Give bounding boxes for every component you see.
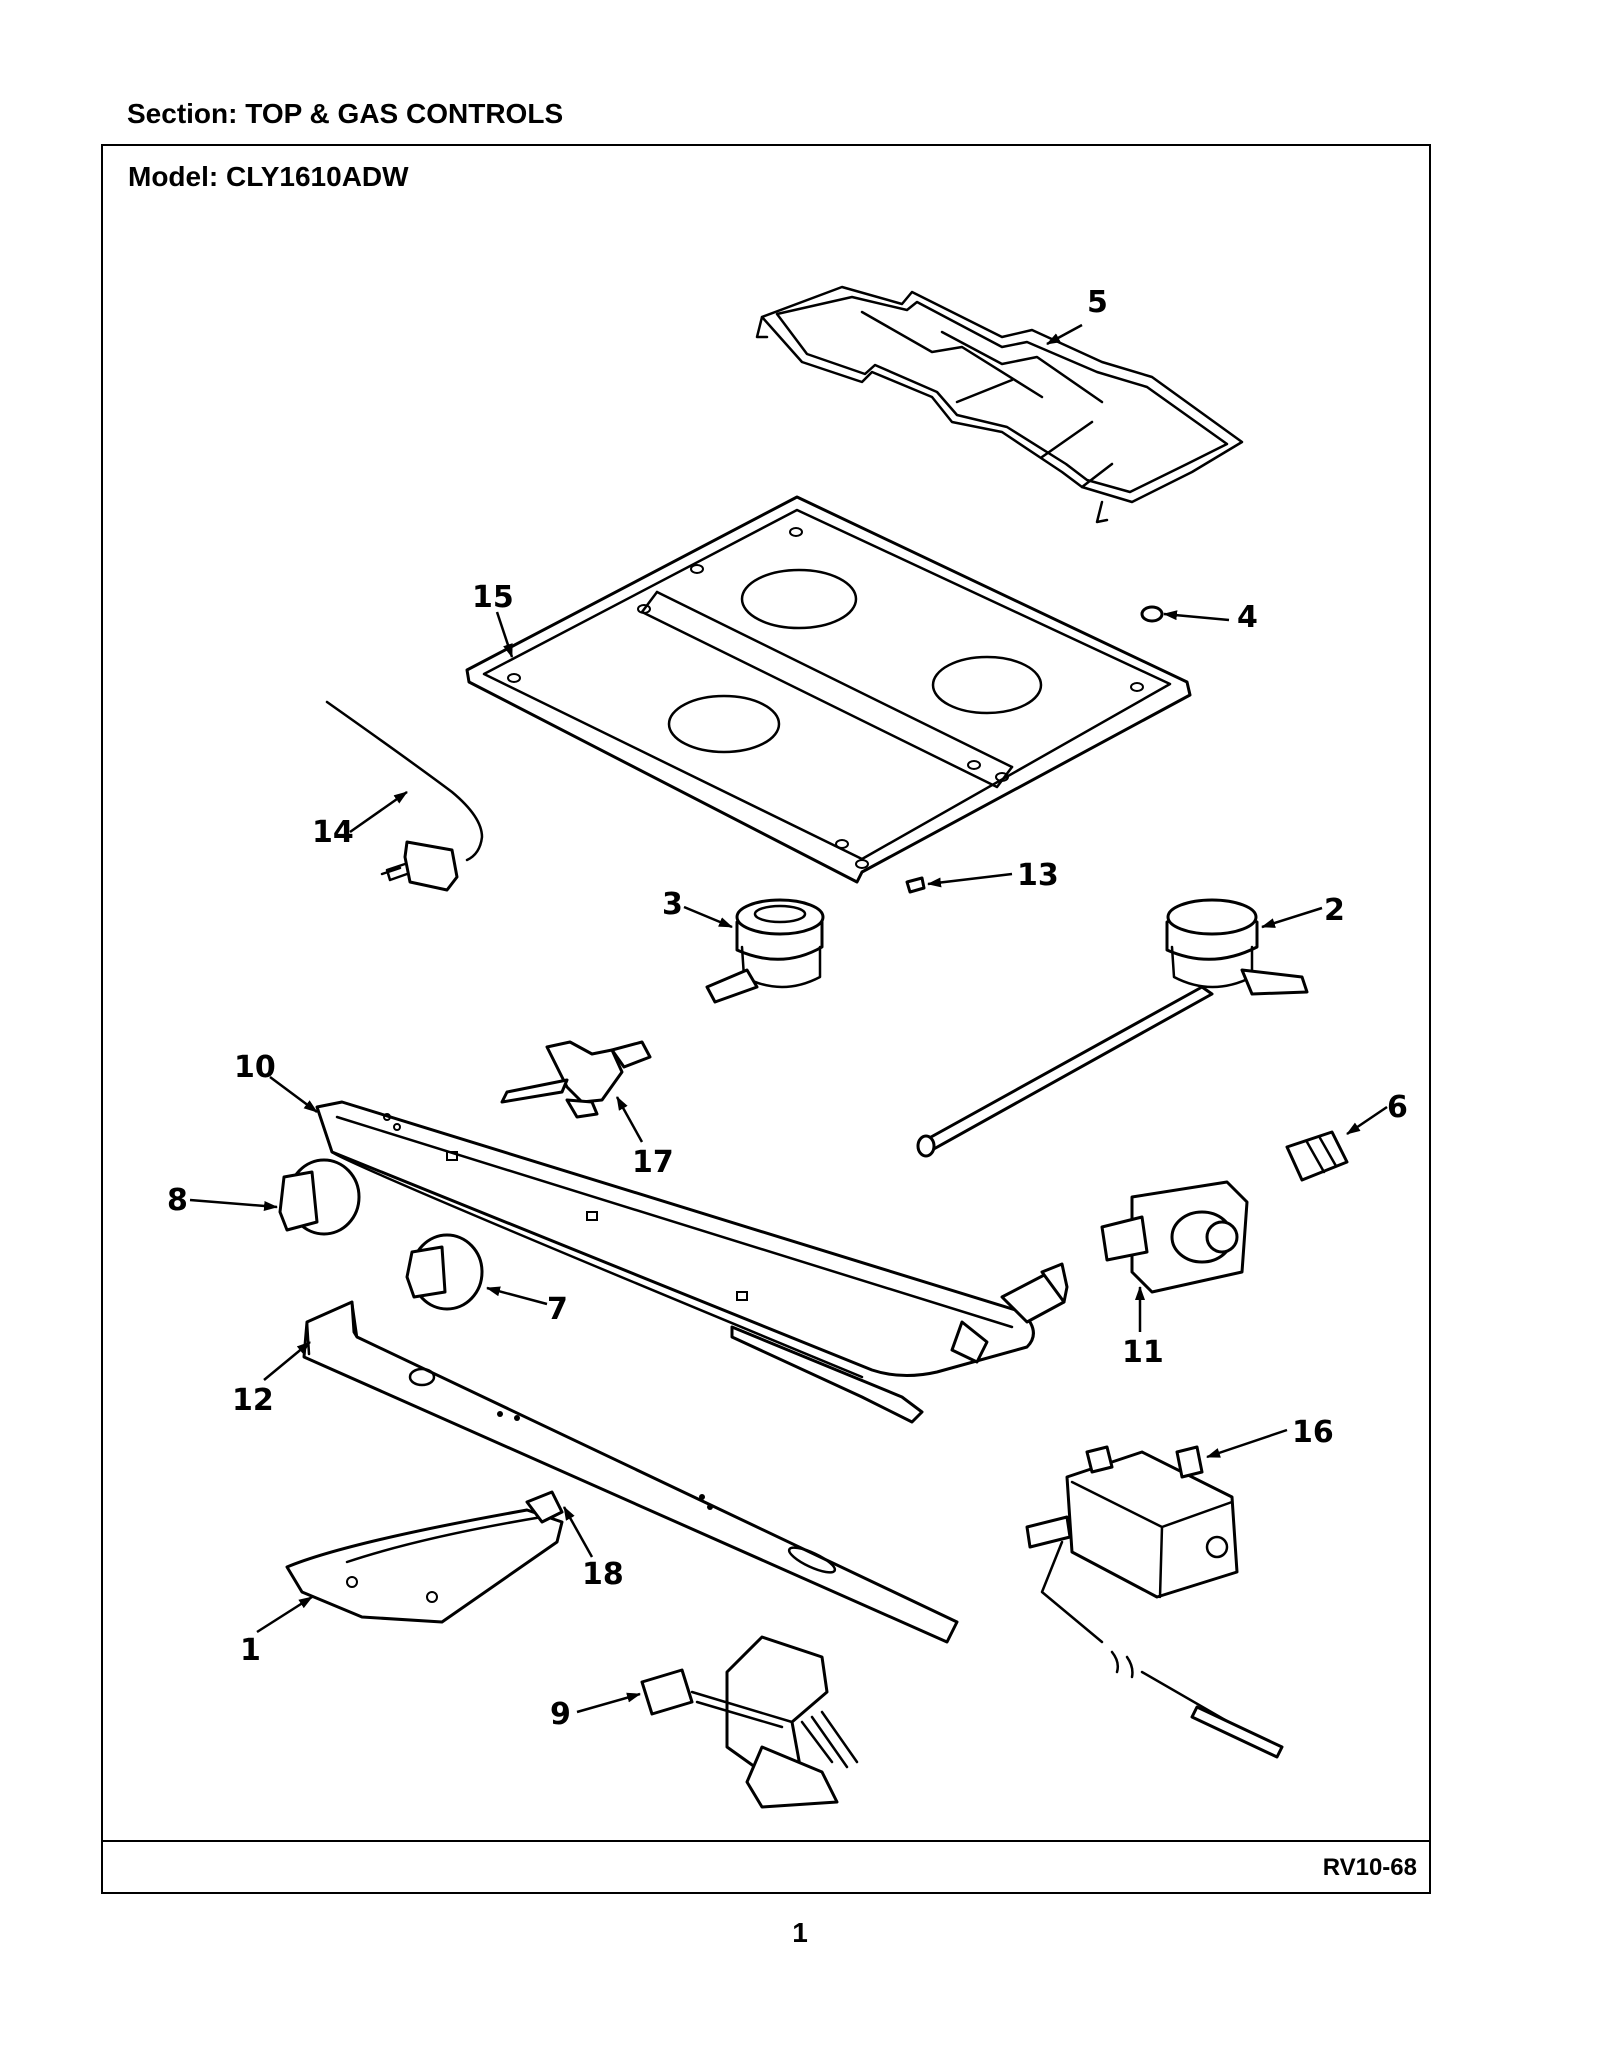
callout-10: 10 [234,1050,276,1085]
knob-part-7 [405,1233,484,1311]
grommet-part [1140,605,1164,623]
callout-13: 13 [1017,858,1059,893]
callout-7: 7 [547,1292,568,1327]
callout-12: 12 [232,1383,274,1418]
callout-17: 17 [632,1145,674,1180]
callout-16: 16 [1292,1415,1334,1450]
page-number: 1 [792,1917,808,1948]
exploded-parts-diagram: 5 4 15 14 13 3 2 10 17 6 8 7 11 12 16 18… [167,285,1408,1809]
callout-14: 14 [312,815,354,850]
callout-2: 2 [1324,893,1345,928]
knob-part-8 [278,1158,361,1236]
manifold-part [315,1100,1069,1424]
callout-11: 11 [1122,1335,1164,1370]
burner-valve-part [500,1040,652,1119]
air-shutter-part [285,1490,564,1624]
left-burner-part [705,898,825,1004]
model-title: Model: CLY1610ADW [128,161,409,192]
callout-5: 5 [1087,285,1108,320]
callout-18: 18 [582,1557,624,1592]
footer-divider [103,1840,1429,1842]
callouts: 5 4 15 14 13 3 2 10 17 6 8 7 11 12 16 18… [167,285,1408,1732]
switch-part [325,700,484,892]
callout-6: 6 [1387,1090,1408,1125]
right-burner-part [916,898,1309,1158]
regulator-part [1100,1180,1249,1294]
bracket-part [302,1300,959,1644]
diagram-reference: RV10-68 [1322,1854,1417,1881]
orifice-part [525,1490,564,1524]
thermostat-part [1025,1445,1284,1759]
callout-9: 9 [550,1697,571,1732]
callout-1: 1 [240,1633,261,1668]
fitting-part [1285,1130,1349,1182]
screw-part [905,876,926,894]
callout-3: 3 [662,887,683,922]
section-title: Section: TOP & GAS CONTROLS [127,98,564,129]
callout-15: 15 [472,580,514,615]
grate-part [755,285,1244,524]
leader-lines [189,323,1388,1714]
diagram-frame: Model: CLY1610ADW [101,144,1431,1894]
igniter-part [640,1635,859,1809]
cooktop-part [465,495,1192,884]
callout-8: 8 [167,1183,188,1218]
callout-4: 4 [1237,600,1258,635]
